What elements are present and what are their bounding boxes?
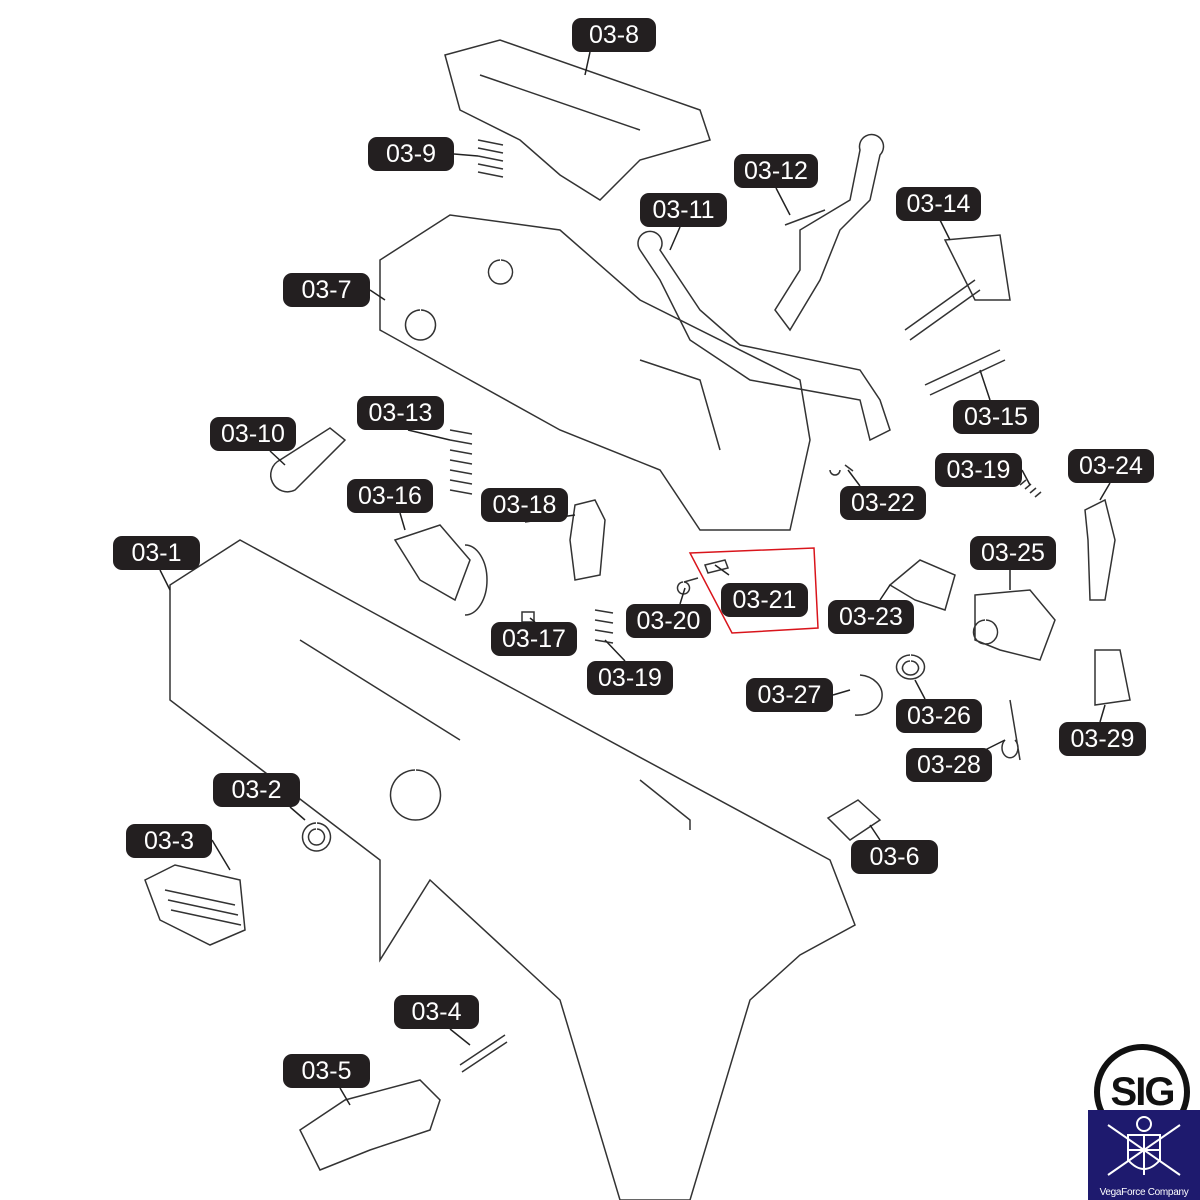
part-label: 03-6 <box>851 840 938 874</box>
part-label: 03-10 <box>210 417 296 451</box>
part-label: 03-5 <box>283 1054 370 1088</box>
part-label: 03-16 <box>347 479 433 513</box>
part-03-26 <box>895 654 926 680</box>
part-label: 03-17 <box>491 622 577 656</box>
part-03-23 <box>888 559 956 611</box>
part-label: 03-9 <box>368 137 454 171</box>
part-03-3 <box>144 864 246 946</box>
vegaforce-caption: VegaForce Company <box>1099 1187 1189 1198</box>
part-label: 03-1 <box>113 536 200 570</box>
part-03-20 <box>676 577 699 595</box>
knight-crest-icon <box>1107 1116 1181 1176</box>
part-03-9 <box>477 139 504 178</box>
part-03-13 <box>449 429 473 495</box>
part-03-6 <box>826 799 882 841</box>
part-label: 03-12 <box>734 154 818 188</box>
part-label: 03-27 <box>746 678 833 712</box>
part-label: 03-28 <box>906 748 992 782</box>
part-label: 03-3 <box>126 824 212 858</box>
part-label: 03-4 <box>394 995 479 1029</box>
part-label: 03-19 <box>935 453 1022 487</box>
part-03-25 <box>972 589 1056 661</box>
part-03-5 <box>299 1079 441 1171</box>
part-03-7 <box>379 214 811 531</box>
part-label: 03-25 <box>970 536 1056 570</box>
part-label: 03-2 <box>213 773 300 807</box>
part-label: 03-22 <box>840 486 926 520</box>
part-label: 03-24 <box>1068 449 1154 483</box>
part-03-18 <box>569 499 606 581</box>
part-label: 03-11 <box>640 193 727 227</box>
part-label: 03-23 <box>828 600 914 634</box>
part-label-highlighted: 03-21 <box>721 583 808 617</box>
part-03-15 <box>924 349 1006 396</box>
part-03-22 <box>829 464 854 476</box>
part-03-27 <box>854 674 883 716</box>
part-03-19-right <box>1019 479 1042 498</box>
part-03-24 <box>1084 498 1116 601</box>
part-label: 03-15 <box>953 400 1039 434</box>
part-03-1 <box>169 539 856 1200</box>
part-label: 03-20 <box>626 604 711 638</box>
part-03-21 <box>704 559 729 574</box>
part-label: 03-18 <box>481 488 568 522</box>
part-label: 03-14 <box>896 187 981 221</box>
part-03-28 <box>1001 699 1021 761</box>
part-03-8 <box>444 39 711 201</box>
part-03-19-left <box>594 609 614 644</box>
part-03-10 <box>270 427 347 493</box>
part-label: 03-7 <box>283 273 370 307</box>
part-label: 03-13 <box>357 396 444 430</box>
highlight-box-03-21 <box>688 547 819 634</box>
leader-lines <box>159 51 1111 1106</box>
part-label: 03-29 <box>1059 722 1146 756</box>
part-03-11 <box>637 230 891 442</box>
part-03-14 <box>904 234 1011 341</box>
sig-logo-text: SIG <box>1110 1070 1176 1114</box>
part-03-4 <box>459 1034 508 1073</box>
part-03-16 <box>393 524 488 616</box>
part-label: 03-8 <box>572 18 656 52</box>
part-03-12 <box>774 133 885 332</box>
part-03-29 <box>1094 649 1131 706</box>
part-label: 03-26 <box>896 699 982 733</box>
part-03-2 <box>301 822 332 852</box>
vegaforce-logo: VegaForce Company <box>1088 1110 1200 1200</box>
part-label: 03-19 <box>587 661 673 695</box>
